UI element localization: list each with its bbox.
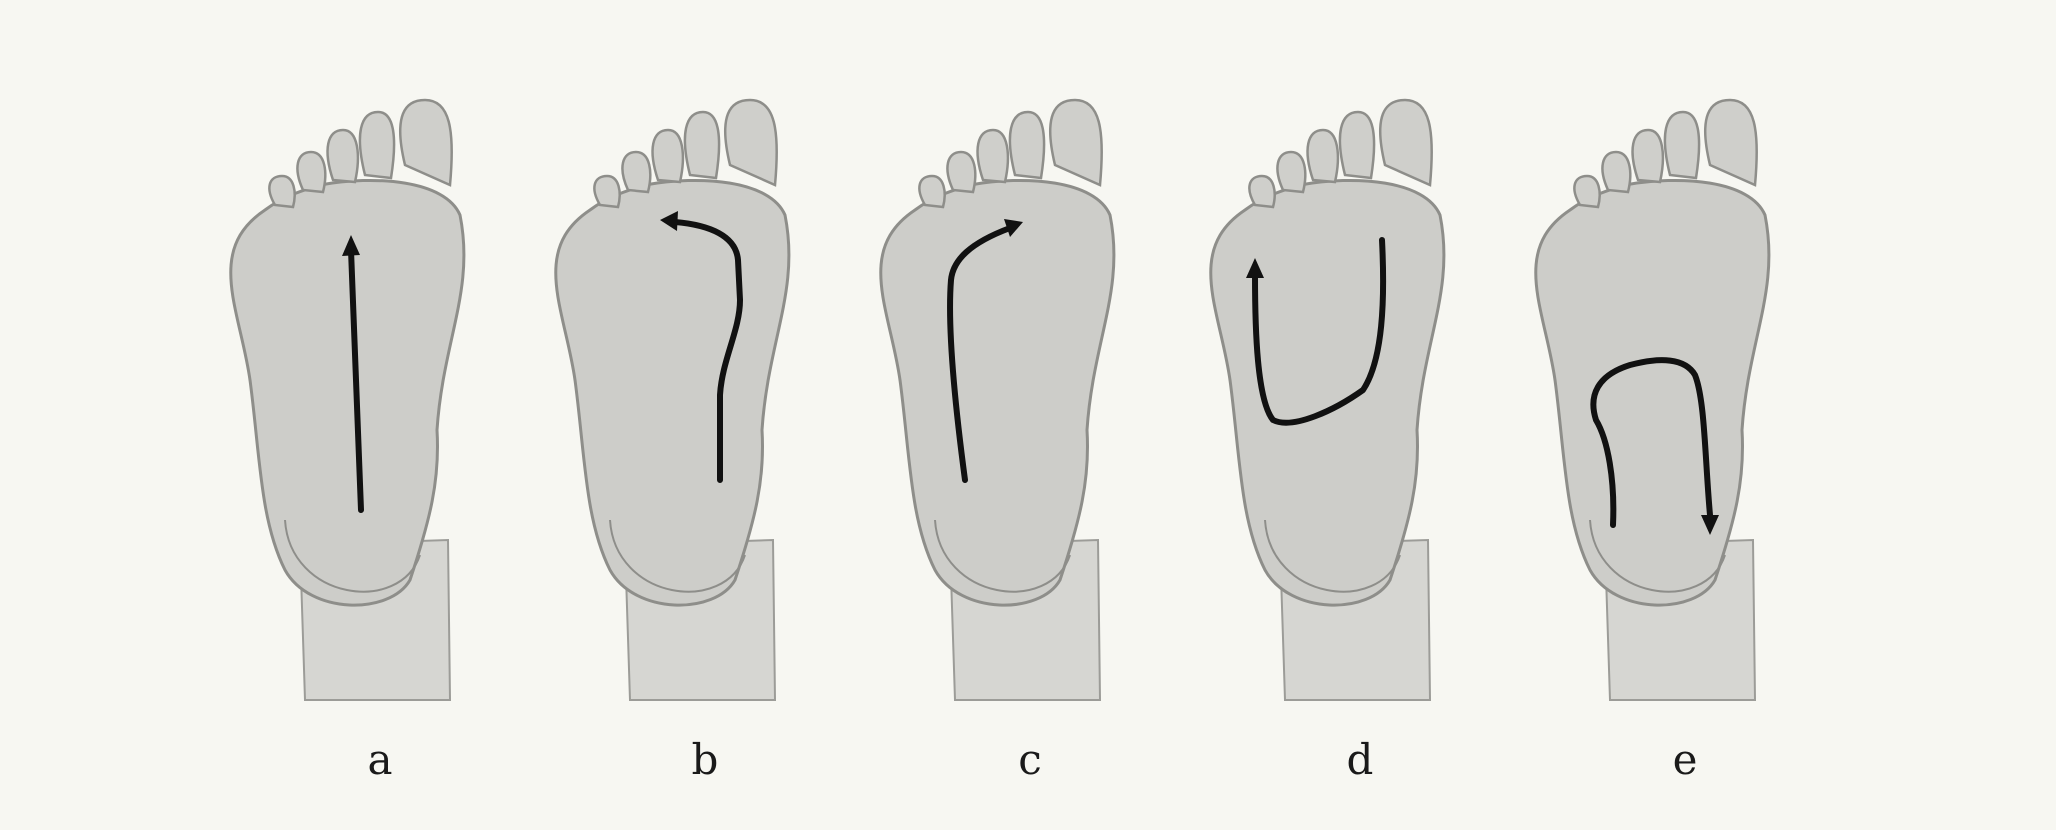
foot-sole-b xyxy=(554,98,791,701)
toe-3 xyxy=(976,128,1010,184)
panel-label-b: b xyxy=(691,735,719,784)
big-toe xyxy=(398,98,453,187)
foot-sole-a xyxy=(229,98,466,701)
foot-panel-c: c xyxy=(865,0,1195,830)
foot-panel-e: e xyxy=(1520,0,1850,830)
foot-sole-e xyxy=(1534,98,1771,701)
toe-3 xyxy=(1306,128,1340,184)
heel-line xyxy=(934,519,1071,593)
big-toe xyxy=(723,98,778,187)
toe-5 xyxy=(268,174,296,209)
toe-2 xyxy=(683,110,721,180)
panel-label-c: c xyxy=(1018,735,1042,784)
toe-4 xyxy=(621,150,652,194)
big-toe xyxy=(1048,98,1103,187)
big-toe xyxy=(1378,98,1433,187)
foot-panel-b: b xyxy=(540,0,870,830)
massage-path-e xyxy=(1590,357,1713,528)
toe-3 xyxy=(326,128,360,184)
foot-sole-c xyxy=(879,98,1116,701)
big-toe xyxy=(1703,98,1758,187)
massage-path-a xyxy=(348,247,364,513)
heel-line xyxy=(609,519,746,593)
toe-5 xyxy=(1248,174,1276,209)
massage-path-b xyxy=(672,219,743,483)
toe-2 xyxy=(1663,110,1701,180)
toe-4 xyxy=(296,150,327,194)
toe-4 xyxy=(1601,150,1632,194)
arrowhead-c xyxy=(1004,219,1023,237)
foot-panel-a: a xyxy=(215,0,545,830)
toe-4 xyxy=(946,150,977,194)
arrowhead-e xyxy=(1701,515,1719,535)
arrowhead-d xyxy=(1246,258,1264,278)
sole-outline xyxy=(879,178,1116,607)
toe-5 xyxy=(1573,174,1601,209)
sole-outline xyxy=(554,178,791,607)
toe-4 xyxy=(1276,150,1307,194)
toe-2 xyxy=(1008,110,1046,180)
toe-3 xyxy=(1631,128,1665,184)
toe-5 xyxy=(593,174,621,209)
panel-label-e: e xyxy=(1672,735,1698,784)
arrowhead-b xyxy=(660,211,678,231)
massage-path-c xyxy=(947,225,1013,483)
foot-sole-d xyxy=(1209,98,1446,701)
sole-outline xyxy=(229,178,466,607)
foot-panel-d: d xyxy=(1195,0,1525,830)
toe-2 xyxy=(1338,110,1376,180)
panel-label-a: a xyxy=(367,735,393,784)
panel-label-d: d xyxy=(1346,735,1374,784)
heel-line xyxy=(1264,519,1401,593)
heel-line xyxy=(1589,519,1726,593)
arrowhead-a xyxy=(342,235,360,256)
heel-line xyxy=(284,519,421,593)
massage-path-d xyxy=(1252,237,1387,426)
toe-2 xyxy=(358,110,396,180)
toe-5 xyxy=(918,174,946,209)
toe-3 xyxy=(651,128,685,184)
